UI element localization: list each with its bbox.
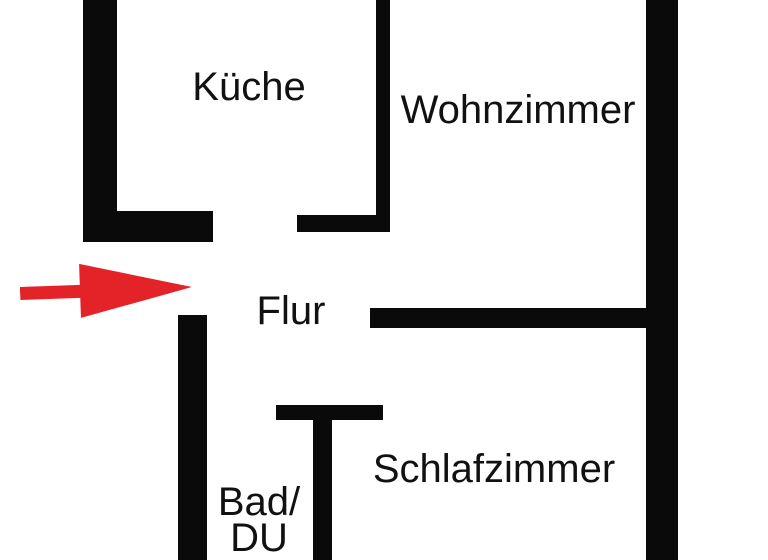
kueche-wohnzimmer-divider bbox=[376, 0, 390, 232]
room-label-wohnzimmer: Wohnzimmer bbox=[400, 88, 636, 132]
entrance-arrow-head bbox=[79, 263, 192, 318]
kueche-left-outer-wall bbox=[83, 0, 117, 242]
room-label-kueche: Küche bbox=[192, 65, 306, 109]
room-label-schlafzimmer: Schlafzimmer bbox=[372, 447, 616, 491]
room-label-bad-du: Bad/ DU bbox=[217, 480, 301, 560]
bad-top-wall bbox=[276, 405, 383, 420]
bad-left-wall bbox=[178, 315, 207, 560]
entrance-arrow-icon bbox=[19, 263, 192, 318]
room-label-flur: Flur bbox=[256, 289, 326, 333]
bad-schlafzimmer-divider bbox=[313, 420, 332, 560]
right-outer-wall bbox=[646, 0, 678, 560]
kueche-bottom-left-wall bbox=[83, 211, 213, 242]
room-label-bad-du-line1: Bad/ bbox=[217, 480, 301, 524]
room-label-bad-du-line2: DU bbox=[230, 516, 288, 560]
kueche-bottom-right-wall bbox=[297, 215, 390, 232]
flur-schlafzimmer-wall bbox=[370, 308, 650, 328]
entrance-arrow-shaft bbox=[19, 284, 85, 300]
